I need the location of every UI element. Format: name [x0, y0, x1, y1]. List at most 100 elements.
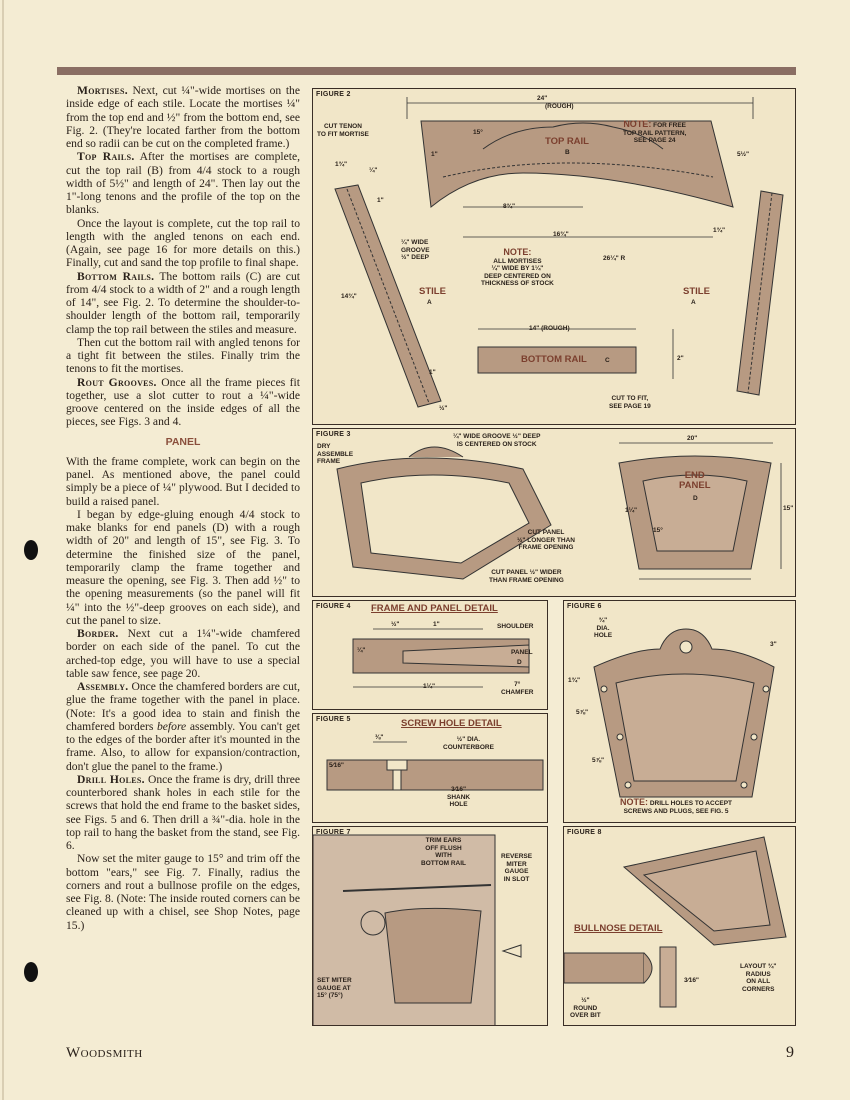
- callout-dry-assemble: DRY ASSEMBLE FRAME: [317, 443, 354, 465]
- paragraph: Mortises. Next, cut ¼"-wide mortises on …: [66, 84, 300, 150]
- paragraph-text: Once the frame is dry, drill three count…: [66, 772, 300, 852]
- note-heading: NOTE:: [623, 119, 652, 129]
- note-text: FOR FREE TOP RAIL PATTERN, SEE PAGE 24: [623, 122, 687, 144]
- figure-label: FIGURE 8: [567, 829, 602, 836]
- part-end-panel: END PANEL: [679, 470, 711, 491]
- frame-opening: [360, 474, 530, 564]
- callout-cut-to-fit: CUT TO FIT, SEE PAGE 19: [609, 395, 651, 410]
- screw-hole: [624, 781, 632, 789]
- paragraph: Border. Next cut a 1¼"-wide chamfered bo…: [66, 627, 300, 680]
- part-bottom-rail: BOTTOM RAIL: [521, 354, 587, 365]
- dim-3-16: 3⁄16": [684, 977, 700, 984]
- dim-2: 2": [677, 355, 684, 362]
- binding-edge: [2, 0, 4, 1100]
- callout-trim-ears: TRIM EARS OFF FLUSH WITH BOTTOM RAIL: [421, 837, 467, 867]
- paragraph: I began by edge-gluing enough 4/4 stock …: [66, 508, 300, 627]
- footer-brand: Woodsmith: [66, 1045, 143, 1061]
- paragraph: Once the layout is complete, cut the top…: [66, 217, 300, 270]
- figure-3: FIGURE 3 DRY ASSEMBLE FRAME ¼" WIDE GROO…: [312, 428, 796, 597]
- panel-corner: [642, 850, 771, 932]
- panel-shape: [615, 673, 755, 782]
- figure-label: FIGURE 3: [316, 431, 351, 438]
- run-in-heading: Drill Holes.: [77, 772, 145, 786]
- figure-label: FIGURE 2: [316, 91, 351, 98]
- callout-groove: ¼" WIDE GROOVE ½" DEEP: [401, 239, 430, 261]
- section-heading: PANEL: [165, 435, 201, 448]
- dim-14-3-4: 14¾": [341, 293, 357, 300]
- figure-label: FIGURE 5: [316, 716, 351, 723]
- part-id-c: C: [605, 357, 610, 364]
- run-in-heading: Assembly.: [77, 680, 129, 693]
- dim-3-8: ⅜": [375, 734, 384, 741]
- paragraph: Drill Holes. Once the frame is dry, dril…: [66, 773, 300, 853]
- groove-line: [346, 188, 430, 404]
- callout-dia-hole: ¾" DIA. HOLE: [594, 617, 613, 639]
- note-text: ALL MORTISES ¼" WIDE BY 1¼" DEEP CENTERE…: [481, 257, 554, 288]
- paragraph: Then cut the bottom rail with angled ten…: [66, 336, 300, 376]
- figure-5: FIGURE 5 SCREW HOLE DETAIL ⅜" ½" DIA. CO…: [312, 713, 548, 823]
- top-rail-profile: [482, 122, 664, 150]
- dim-5-16: 5⁄16": [329, 762, 345, 769]
- paragraph: Now set the miter gauge to 15° and trim …: [66, 852, 300, 932]
- callout-layout-radius: LAYOUT ¾" RADIUS ON ALL CORNERS: [740, 963, 777, 993]
- miter-gauge: [360, 910, 386, 936]
- callout-counterbore: ½" DIA. COUNTERBORE: [443, 736, 494, 751]
- dim-1: 1": [433, 621, 440, 628]
- paragraph: With the frame complete, work can begin …: [66, 455, 300, 508]
- shank-hole: [392, 769, 402, 791]
- figure-6-drawing: [593, 628, 775, 798]
- run-in-heading: Bottom Rails.: [77, 269, 155, 283]
- paragraph-text: Then cut the bottom rail with angled ten…: [66, 335, 300, 376]
- figure-label: FIGURE 7: [316, 829, 351, 836]
- article-column: Mortises. Next, cut ¼"-wide mortises on …: [66, 84, 300, 932]
- run-in-heading: Top Rails.: [77, 150, 135, 164]
- figure-label: FIGURE 6: [567, 603, 602, 610]
- figure-6: FIGURE 6 ¾" DIA. HOLE 3" 1¾" 5⅞" 5⅞" NOT…: [563, 600, 796, 823]
- arrow-icon: [501, 944, 522, 958]
- paragraph-text: The bottom rails (C) are cut from 4/4 st…: [66, 269, 300, 336]
- callout-shank-hole: 3⁄16" SHANK HOLE: [447, 786, 471, 808]
- dim-1: 1": [429, 369, 436, 376]
- note-drill-holes: NOTE: DRILL HOLES TO ACCEPT SCREWS AND P…: [620, 798, 732, 815]
- figure-label: FIGURE 4: [316, 603, 351, 610]
- paragraph-text: After the mortises are complete, cut the…: [66, 150, 300, 217]
- paragraph-text: Once the chamfered borders are cut, glue…: [66, 680, 300, 733]
- dim-5-1-2: 5½": [737, 151, 750, 158]
- callout-set-miter: SET MITER GAUGE AT 15° (75°): [317, 977, 352, 999]
- radius-26: 26¼" R: [603, 255, 626, 262]
- dim-1: 1": [377, 197, 384, 204]
- bottom-rail-shape: [477, 346, 637, 374]
- paragraph-text: Next, cut ¼"-wide mortises on the inside…: [66, 84, 300, 150]
- callout-shoulder: SHOULDER: [497, 623, 534, 630]
- note-mortises: NOTE:ALL MORTISES ¼" WIDE BY 1¼" DEEP CE…: [481, 248, 554, 288]
- page-number: 9: [786, 1044, 794, 1061]
- dim-1-4: ¼": [369, 167, 378, 174]
- callout-cut-wider: CUT PANEL ½" WIDER THAN FRAME OPENING: [489, 569, 564, 584]
- dim-15: 15": [783, 505, 794, 512]
- header-bar: [57, 67, 796, 75]
- callout-cut-tenon: CUT TENON TO FIT MORTISE: [317, 123, 369, 138]
- dim-1-2: ½": [439, 405, 448, 412]
- dim-1-1-4: 1¼": [625, 507, 638, 514]
- paragraph-text: assembly. You can't get to the edges of …: [66, 719, 301, 773]
- screw-hole: [616, 733, 624, 741]
- dim-5-7-8: 5⅞": [576, 709, 589, 716]
- callout-reverse-gauge: REVERSE MITER GAUGE IN SLOT: [501, 853, 533, 883]
- angle-15: 15°: [653, 527, 663, 534]
- dim-1-2: ½": [391, 621, 400, 628]
- emphasis: before: [156, 719, 187, 733]
- paragraph-text: Now set the miter gauge to 15° and trim …: [66, 852, 300, 932]
- dim-20: 20": [687, 435, 698, 442]
- left-stile-shape: [334, 184, 442, 408]
- angle-15: 15°: [473, 129, 483, 136]
- stile-section: [326, 759, 544, 791]
- dim-3: 3": [770, 641, 777, 648]
- dim-1-3-4: 1¾": [568, 677, 581, 684]
- callout-chamfer: 7° CHAMFER: [501, 681, 534, 696]
- dim-16-3-4: 16¾": [553, 231, 569, 238]
- callout-panel: PANEL: [511, 649, 533, 656]
- counterbore: [386, 759, 408, 771]
- dim-5-7-8: 5⅞": [592, 757, 605, 764]
- workpiece: [384, 907, 482, 1004]
- router-bit: [659, 946, 677, 1008]
